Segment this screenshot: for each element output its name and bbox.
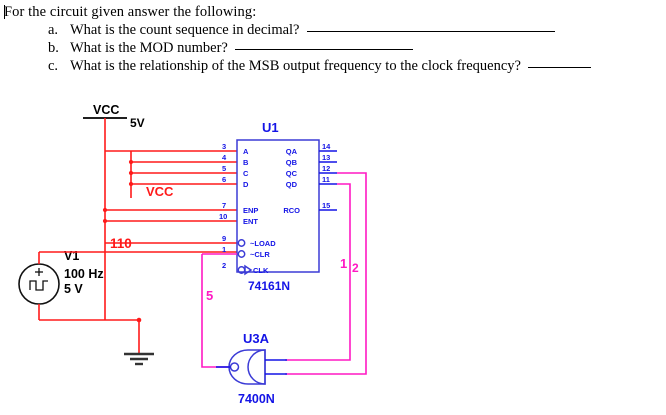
- square-wave-icon: [29, 280, 48, 291]
- u1-ref-label: U1: [262, 120, 279, 135]
- u1-pin-number-10: 10: [219, 212, 227, 221]
- question-text-a: What is the count sequence in decimal?: [70, 22, 300, 38]
- u1-part-label: 74161N: [248, 279, 290, 293]
- circuit-schematic: VCC 5V VCC V1 100 Hz 5 V: [0, 88, 666, 415]
- u1-pin-name-ENP: ENP: [243, 206, 258, 215]
- u1-pin-name-ENT: ENT: [243, 217, 258, 226]
- junction-dot: [128, 170, 134, 176]
- junction-dot: [128, 159, 134, 165]
- vcc-top-symbol: [83, 117, 127, 132]
- u3a-ref-label: U3A: [243, 331, 270, 346]
- question-text-b: What is the MOD number?: [70, 40, 228, 56]
- u1-pin-name-QB: QB: [286, 158, 298, 167]
- question-marker-a: a.: [48, 22, 59, 38]
- u1-pin-number-6: 6: [222, 175, 226, 184]
- junction-dot: [102, 207, 108, 213]
- u1-pin-name-RCO: RCO: [283, 206, 300, 215]
- u1-pin-number-11: 11: [322, 175, 330, 184]
- u1-pin-number-9: 9: [222, 234, 226, 243]
- ic-u3a-7400n[interactable]: [216, 349, 287, 385]
- junction-dot: [136, 317, 142, 323]
- vcc-top-value: 5V: [130, 116, 145, 130]
- net-label-5: 5: [206, 288, 213, 303]
- vcc-top-label: VCC: [93, 103, 119, 117]
- wire-qc-to-nand-input: [285, 172, 367, 375]
- u1-pin-name-A: A: [243, 147, 249, 156]
- u1-pin-number-1: 1: [222, 245, 226, 254]
- answer-blank-c[interactable]: [527, 56, 591, 68]
- question-item-a: a. What is the count sequence in decimal…: [4, 21, 666, 39]
- question-item-c: c. What is the relationship of the MSB o…: [4, 57, 666, 75]
- u1-pin-name-QC: QC: [286, 169, 298, 178]
- u1-pin-name-CLK: CLK: [253, 266, 269, 275]
- u1-pin-name-LOAD: ~LOAD: [250, 239, 276, 248]
- net-label-2: 2: [352, 261, 359, 275]
- worksheet-question-block: For the circuit given answer the followi…: [0, 0, 666, 75]
- voltage-source-v1[interactable]: [18, 252, 60, 320]
- source-ref-label: V1: [64, 249, 79, 263]
- answer-blank-b[interactable]: [234, 38, 413, 50]
- u1-pin-name-B: B: [243, 158, 249, 167]
- active-low-bubble-icon: [237, 239, 246, 247]
- source-polarity-plus: [35, 268, 43, 276]
- text-cursor-caret: [4, 5, 5, 19]
- answer-blank-a[interactable]: [306, 20, 555, 32]
- wire-qd-to-nand-input: [285, 183, 351, 361]
- u1-pin-number-5: 5: [222, 164, 226, 173]
- u1-pin-number-14: 14: [322, 142, 331, 151]
- u1-pin-number-15: 15: [322, 201, 330, 210]
- junction-dot: [128, 181, 134, 187]
- u1-pin-number-13: 13: [322, 153, 330, 162]
- u1-pin-number-7: 7: [222, 201, 226, 210]
- u1-pin-name-CLR: ~CLR: [250, 250, 270, 259]
- ic-u1-74161n[interactable]: [236, 139, 320, 273]
- ground-icon: [124, 352, 154, 366]
- wire-nand-output-to-clr: [201, 254, 228, 368]
- active-low-bubble-icon: [237, 250, 246, 258]
- u1-pin-name-C: C: [243, 169, 249, 178]
- question-marker-b: b.: [48, 40, 59, 56]
- worksheet-intro: For the circuit given answer the followi…: [4, 4, 257, 20]
- u1-pin-name-QD: QD: [286, 180, 298, 189]
- clock-edge-icon: [244, 264, 253, 276]
- junction-dot: [102, 218, 108, 224]
- question-marker-c: c.: [48, 58, 59, 74]
- source-frequency-label: 100 Hz: [64, 267, 104, 281]
- source-amplitude-label: 5 V: [64, 282, 83, 296]
- u1-pin-number-12: 12: [322, 164, 330, 173]
- worksheet-question-list: a. What is the count sequence in decimal…: [4, 21, 666, 75]
- u1-pin-number-4: 4: [222, 153, 227, 162]
- u1-pin-name-QA: QA: [286, 147, 298, 156]
- u1-pin-number-2: 2: [222, 261, 226, 270]
- net-label-1: 1: [340, 256, 347, 271]
- net-label-110: 110: [110, 236, 132, 251]
- u1-pin-number-3: 3: [222, 142, 226, 151]
- question-item-b: b. What is the MOD number?: [4, 39, 666, 57]
- question-text-c: What is the relationship of the MSB outp…: [70, 58, 521, 74]
- u3a-part-label: 7400N: [238, 392, 275, 406]
- vcc-mid-label: VCC: [146, 184, 174, 199]
- u1-pin-name-D: D: [243, 180, 249, 189]
